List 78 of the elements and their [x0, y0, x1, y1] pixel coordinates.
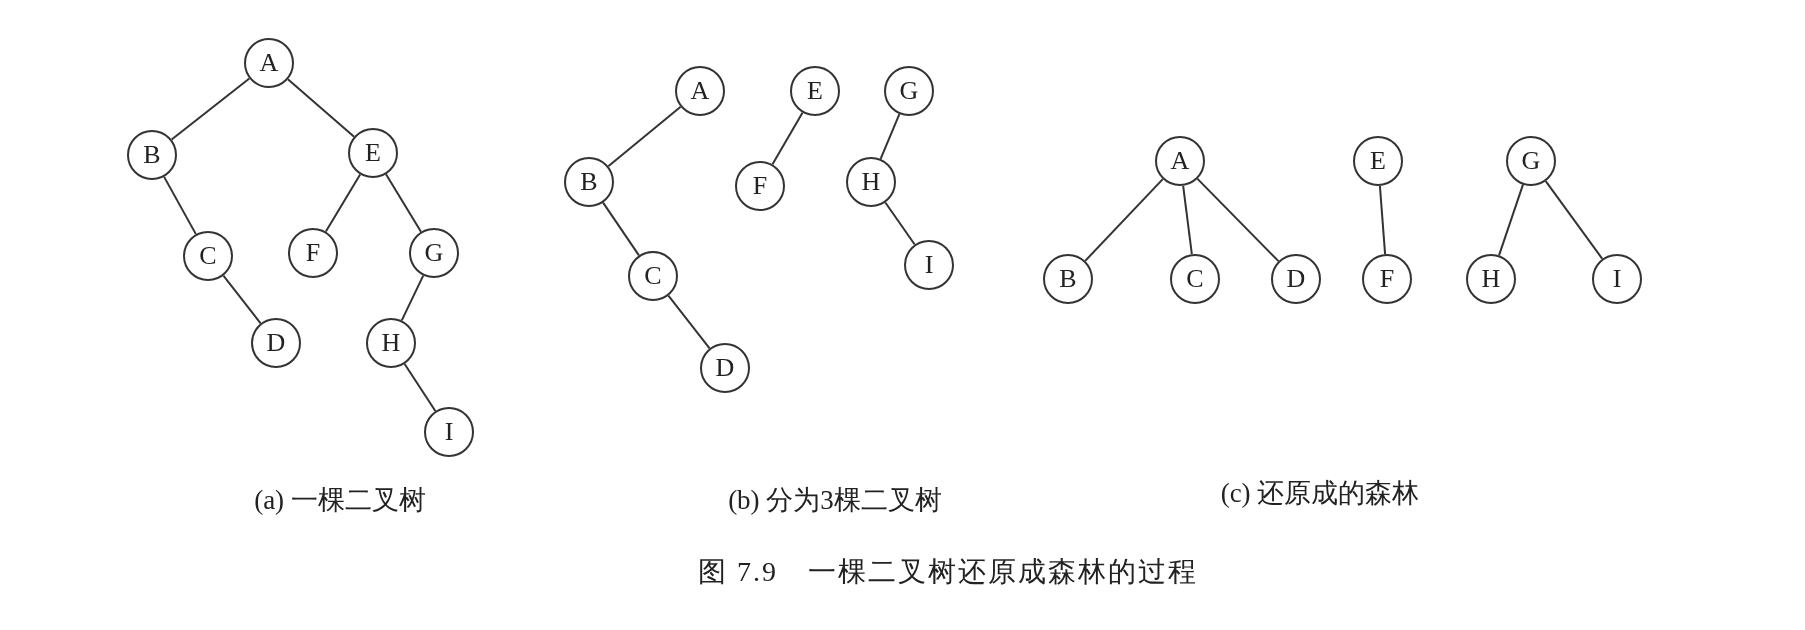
node-letter: F [305, 240, 321, 266]
node-letter: I [444, 419, 454, 445]
tree-node-circle [628, 251, 678, 301]
node-letter: G [1521, 148, 1541, 174]
node-letter: G [424, 240, 444, 266]
tree-node-circle [424, 407, 474, 457]
tree-edge [163, 175, 197, 236]
tree-node-circle [288, 228, 338, 278]
node-letter: B [143, 142, 161, 168]
node-letter: B [1059, 266, 1077, 292]
tree-node-circle [251, 318, 301, 368]
node-letter: I [924, 252, 934, 278]
tree-edge [385, 173, 422, 233]
tree-node-circle [1043, 254, 1093, 304]
tree-node-circle [1362, 254, 1412, 304]
tree-node-circle [675, 66, 725, 116]
tree-node-circle [1592, 254, 1642, 304]
node-letter: H [1481, 266, 1501, 292]
tree-node-circle [1155, 136, 1205, 186]
tree-edge [879, 113, 901, 160]
tree-node-circle [1466, 254, 1516, 304]
tree-node-circle [790, 66, 840, 116]
subfigure-caption: (c) 还原成的森林 [1220, 477, 1420, 510]
tree-node-circle [846, 157, 896, 207]
tree-edge [607, 105, 682, 168]
node-letter: H [861, 169, 881, 195]
tree-node-circle [409, 228, 459, 278]
tree-edge [1498, 183, 1524, 257]
node-letter: C [199, 243, 217, 269]
node-letter: B [580, 169, 598, 195]
tree-node-circle [735, 161, 785, 211]
node-letter: D [715, 355, 735, 381]
node-letter: F [752, 173, 768, 199]
tree-node-circle [1170, 254, 1220, 304]
tree-edge [771, 111, 804, 166]
tree-node-circle [904, 240, 954, 290]
tree-edge [222, 274, 262, 325]
node-letter: E [365, 140, 381, 166]
tree-edge [324, 173, 362, 233]
node-letter: A [1170, 148, 1190, 174]
node-letter: G [899, 78, 919, 104]
tree-edge [170, 77, 251, 141]
node-letter: C [1186, 266, 1204, 292]
node-letter: A [690, 78, 710, 104]
tree-edge [667, 294, 711, 350]
tree-edge [602, 201, 640, 257]
tree-edge [1084, 178, 1164, 262]
subfigure-caption: (a) 一棵二叉树 [254, 484, 426, 517]
tree-edge [1196, 177, 1280, 263]
tree-node-circle [884, 66, 934, 116]
figure-caption: 图 7.9 一棵二叉树还原成森林的过程 [698, 555, 1198, 589]
tree-edge [1182, 184, 1193, 256]
node-letter: F [1379, 266, 1395, 292]
node-letter: D [1286, 266, 1306, 292]
tree-node-circle [244, 38, 294, 88]
tree-node-circle [1271, 254, 1321, 304]
tree-node-circle [366, 318, 416, 368]
tree-edge [286, 78, 356, 138]
node-letter: D [266, 330, 286, 356]
node-letter: I [1612, 266, 1622, 292]
node-letter: E [807, 78, 823, 104]
node-letter: H [381, 330, 401, 356]
tree-node-circle [183, 231, 233, 281]
tree-edge [1544, 180, 1604, 260]
tree-node-circle [700, 343, 750, 393]
tree-edge [403, 362, 437, 413]
tree-node-circle [1506, 136, 1556, 186]
tree-edge [884, 201, 916, 246]
node-letter: A [259, 50, 279, 76]
node-letter: C [644, 263, 662, 289]
tree-edge [1378, 184, 1387, 256]
tree-node-circle [127, 130, 177, 180]
tree-node-circle [1353, 136, 1403, 186]
tree-node-circle [564, 157, 614, 207]
tree-edge [400, 274, 425, 322]
subfigure-caption: (b) 分为3棵二叉树 [728, 484, 942, 517]
node-letter: E [1370, 148, 1386, 174]
tree-node-circle [348, 128, 398, 178]
